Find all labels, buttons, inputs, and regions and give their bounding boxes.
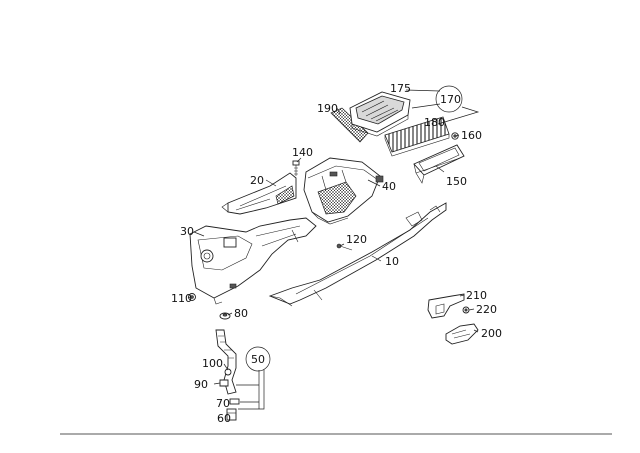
part-150-filter-frame bbox=[413, 144, 465, 184]
callout-160: 160 bbox=[461, 129, 482, 142]
part-140-screw bbox=[292, 160, 300, 176]
callout-140: 140 bbox=[292, 146, 313, 159]
callout-30: 30 bbox=[180, 225, 194, 238]
callout-20: 20 bbox=[250, 174, 264, 187]
part-20-side-bracket bbox=[221, 172, 297, 215]
part-210-bracket bbox=[427, 293, 465, 319]
part-40-center-housing bbox=[303, 157, 384, 225]
part-80-grommet bbox=[219, 312, 231, 320]
part-180-filter-element bbox=[384, 116, 450, 157]
part-30-lower-trim-panel bbox=[189, 217, 317, 305]
callout-120: 120 bbox=[346, 233, 367, 246]
part-60-fitting bbox=[226, 408, 237, 421]
part-175-housing-cover bbox=[349, 91, 411, 137]
callout-210: 210 bbox=[466, 289, 487, 302]
callout-190: 190 bbox=[317, 102, 338, 115]
callout-170: 170 bbox=[440, 93, 461, 106]
callout-100: 100 bbox=[202, 357, 223, 370]
callout-150: 150 bbox=[446, 175, 467, 188]
part-70-fitting bbox=[229, 398, 240, 405]
part-110-clip bbox=[188, 293, 196, 301]
callout-220: 220 bbox=[476, 303, 497, 316]
part-220-clip bbox=[462, 306, 470, 314]
callout-70: 70 bbox=[216, 397, 230, 410]
callout-circle-170 bbox=[435, 85, 463, 113]
callout-circle-50 bbox=[245, 346, 271, 372]
part-200-cover bbox=[445, 323, 479, 345]
callout-90: 90 bbox=[194, 378, 208, 391]
part-90-clamp bbox=[219, 379, 229, 387]
callout-180: 180 bbox=[424, 116, 445, 129]
callout-200: 200 bbox=[481, 327, 502, 340]
part-50-drain-hose bbox=[215, 329, 237, 395]
part-160-clip bbox=[451, 132, 459, 140]
part-120-screw bbox=[336, 243, 353, 251]
leader-lines bbox=[187, 89, 480, 410]
callout-175: 175 bbox=[390, 82, 411, 95]
callout-40: 40 bbox=[382, 180, 396, 193]
callout-110: 110 bbox=[171, 292, 192, 305]
callout-10: 10 bbox=[385, 255, 399, 268]
part-100-clamp bbox=[224, 368, 232, 376]
callout-50: 50 bbox=[251, 353, 265, 366]
callout-80: 80 bbox=[234, 307, 248, 320]
part-10-support-rail bbox=[268, 202, 447, 307]
callout-60: 60 bbox=[217, 412, 231, 425]
